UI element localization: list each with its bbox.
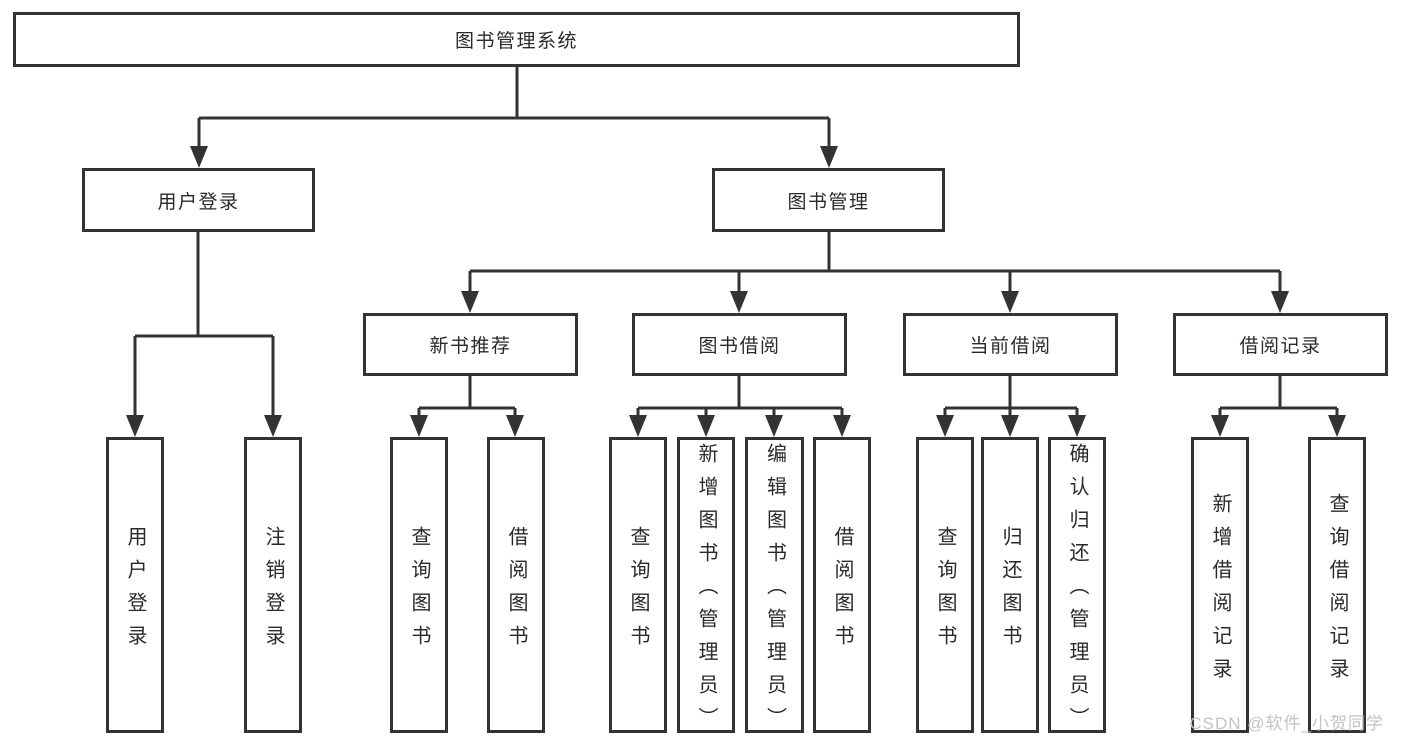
leaf-current-return-books: 归还图书 — [981, 437, 1039, 733]
arrowhead — [765, 415, 783, 437]
leaf-recommend-query-books: 查询图书 — [390, 437, 448, 733]
leaf-records-add-record: 新增借阅记录 — [1191, 437, 1249, 733]
leaf-label: 确认归还（管理员） — [1066, 443, 1088, 740]
arrowhead — [936, 415, 954, 437]
connector-borrowing-records-group — [1211, 376, 1346, 437]
leaf-label: 新增图书（管理员） — [695, 443, 717, 740]
leaf-borrowing-add-books-admin: 新增图书（管理员） — [677, 437, 735, 740]
leaf-label: 查询图书 — [408, 525, 430, 658]
leaf-label: 归还图书 — [999, 525, 1021, 658]
node-book-borrowing: 图书借阅 — [632, 313, 847, 376]
arrowhead — [506, 415, 524, 437]
connector-new-book-recommend-group — [410, 376, 524, 437]
arrowhead — [1271, 291, 1289, 313]
arrowhead — [730, 291, 748, 313]
leaf-records-query-record: 查询借阅记录 — [1308, 437, 1366, 733]
connector-line — [943, 376, 1079, 421]
arrowhead — [1001, 415, 1019, 437]
leaf-current-confirm-return-admin: 确认归还（管理员） — [1048, 437, 1106, 740]
connector-book-borrowing-group — [629, 376, 851, 437]
leaf-user-login: 用户登录 — [106, 437, 164, 733]
leaf-label: 用户登录 — [124, 525, 146, 658]
csdn-watermark: CSDN @软件_小贺同学 — [1189, 714, 1384, 733]
arrowhead — [190, 146, 208, 168]
arrowhead — [126, 415, 144, 437]
connector-user-login-branch — [126, 232, 282, 437]
connector-book-management-branch — [461, 232, 1289, 313]
connector-line — [1218, 376, 1339, 421]
leaf-borrowing-borrow-books: 借阅图书 — [813, 437, 871, 733]
leaf-borrowing-query-books: 查询图书 — [609, 437, 667, 733]
node-current-borrowing: 当前借阅 — [903, 313, 1118, 376]
leaf-label: 查询图书 — [934, 525, 956, 658]
leaf-label: 借阅图书 — [831, 525, 853, 658]
connector-current-borrowing-group — [936, 376, 1086, 437]
arrowhead — [461, 291, 479, 313]
leaf-label: 查询借阅记录 — [1326, 492, 1348, 691]
node-root: 图书管理系统 — [13, 12, 1020, 67]
leaf-logout: 注销登录 — [244, 437, 302, 733]
connector-line — [468, 232, 1282, 295]
arrowhead — [410, 415, 428, 437]
leaf-label: 编辑图书（管理员） — [763, 443, 786, 740]
arrowhead — [264, 415, 282, 437]
arrowhead — [1211, 415, 1229, 437]
arrowhead — [697, 415, 715, 437]
leaf-label: 注销登录 — [262, 525, 284, 658]
leaf-current-query-books: 查询图书 — [916, 437, 974, 733]
arrowhead — [820, 146, 838, 168]
node-user-login-branch: 用户登录 — [82, 168, 315, 232]
connector-line — [133, 232, 275, 419]
node-new-book-recommend: 新书推荐 — [363, 313, 578, 376]
leaf-label: 借阅图书 — [505, 525, 527, 658]
connector-line — [636, 376, 844, 421]
leaf-label: 新增借阅记录 — [1209, 492, 1231, 691]
node-borrowing-records: 借阅记录 — [1173, 313, 1388, 376]
arrowhead — [629, 415, 647, 437]
arrowhead — [833, 415, 851, 437]
arrowhead — [1001, 291, 1019, 313]
leaf-borrowing-edit-books-admin: 编辑图书（管理员） — [745, 437, 804, 740]
connector-line — [197, 67, 831, 150]
leaf-label: 查询图书 — [627, 525, 649, 658]
leaf-recommend-borrow-books: 借阅图书 — [487, 437, 545, 733]
arrowhead — [1328, 415, 1346, 437]
node-book-management: 图书管理 — [712, 168, 945, 232]
connector-line — [417, 376, 517, 421]
connector-root-to-branches — [190, 67, 838, 168]
arrowhead — [1068, 415, 1086, 437]
